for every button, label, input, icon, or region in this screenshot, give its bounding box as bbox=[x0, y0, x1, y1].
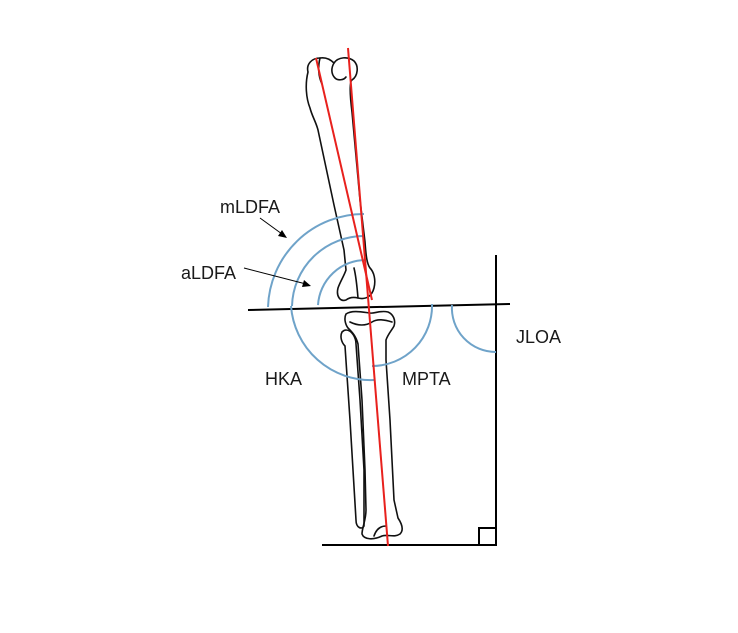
mldfa-arc bbox=[267, 213, 365, 308]
knee-joint-line bbox=[247, 303, 511, 311]
label-mpta: MPTA bbox=[402, 369, 451, 389]
angle-arcs bbox=[267, 213, 497, 382]
jloa-arc bbox=[450, 304, 497, 354]
femoral-head-detail bbox=[331, 62, 347, 81]
label-mldfa: mLDFA bbox=[220, 197, 280, 217]
femoral-anatomical-axis bbox=[347, 47, 389, 547]
pointer-arrows bbox=[243, 217, 311, 287]
femur-outline bbox=[305, 57, 376, 302]
tibia-outline bbox=[344, 310, 403, 540]
mldfa-arrowhead bbox=[278, 230, 287, 238]
reference-lines bbox=[247, 255, 511, 546]
lower-leg bbox=[340, 310, 403, 540]
malleolus-detail bbox=[373, 525, 387, 537]
tibia-plateau-detail bbox=[349, 318, 393, 326]
aldfa-arc bbox=[291, 235, 365, 307]
hka-arc bbox=[290, 305, 375, 382]
mechanical-axis bbox=[315, 57, 373, 301]
aldfa-arrowhead bbox=[302, 280, 311, 287]
axis-lines bbox=[315, 47, 389, 547]
angle-labels: mLDFA aLDFA HKA MPTA JLOA bbox=[181, 197, 561, 389]
condyle-detail bbox=[353, 267, 359, 299]
mpta-arc bbox=[371, 303, 434, 367]
fibula-outline bbox=[340, 329, 365, 529]
right-angle-marker bbox=[478, 527, 496, 545]
label-aldfa: aLDFA bbox=[181, 263, 236, 283]
label-jloa: JLOA bbox=[516, 327, 561, 347]
mldfa-pointer-line bbox=[259, 217, 283, 235]
label-hka: HKA bbox=[265, 369, 302, 389]
aldfa-pointer-line bbox=[243, 267, 307, 285]
inner-femoral-arc bbox=[317, 258, 367, 306]
